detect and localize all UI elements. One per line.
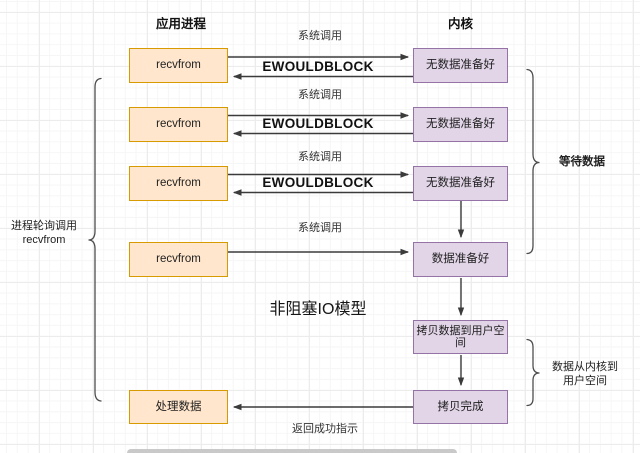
syscall-label-1: 系统调用 <box>298 30 342 42</box>
syscall-label-4: 系统调用 <box>298 222 342 234</box>
recvfrom-box-2: recvfrom <box>129 107 228 142</box>
return-success-label: 返回成功指示 <box>292 423 358 435</box>
no-data-ready-box-3: 无数据准备好 <box>413 166 508 201</box>
poll-note-line1: 进程轮询调用 <box>11 220 77 232</box>
syscall-label-3: 系统调用 <box>298 151 342 163</box>
ewouldblock-label-2: EWOULDBLOCK <box>262 116 374 131</box>
ewouldblock-label-3: EWOULDBLOCK <box>262 175 374 190</box>
ewouldblock-label-1: EWOULDBLOCK <box>262 59 374 74</box>
copy-complete-box: 拷贝完成 <box>413 390 508 424</box>
no-data-ready-box-1: 无数据准备好 <box>413 48 508 83</box>
process-data-box: 处理数据 <box>129 390 228 424</box>
syscall-label-2: 系统调用 <box>298 89 342 101</box>
poll-note: 进程轮询调用 recvfrom <box>0 220 89 247</box>
diagram-title: 非阻塞IO模型 <box>269 301 367 318</box>
horizontal-scrollbar-thumb[interactable] <box>127 449 457 453</box>
no-data-ready-box-2: 无数据准备好 <box>413 107 508 142</box>
wait-data-note: 等待数据 <box>559 156 605 168</box>
copy-note-line1: 数据从内核到 <box>552 361 618 373</box>
data-ready-box: 数据准备好 <box>413 242 508 277</box>
copy-note-line2: 用户空间 <box>563 374 607 387</box>
column-header-kernel: 内核 <box>447 17 473 31</box>
recvfrom-box-3: recvfrom <box>129 166 228 201</box>
recvfrom-box-4: recvfrom <box>129 242 228 277</box>
copy-note: 数据从内核到 用户空间 <box>530 361 640 388</box>
poll-note-line2: recvfrom <box>22 233 66 246</box>
recvfrom-box-1: recvfrom <box>129 48 228 83</box>
copy-data-to-user-space-box: 拷贝数据到用户空间 <box>413 320 508 354</box>
column-header-application-process: 应用进程 <box>155 17 206 31</box>
left-polling-brace <box>88 77 102 402</box>
